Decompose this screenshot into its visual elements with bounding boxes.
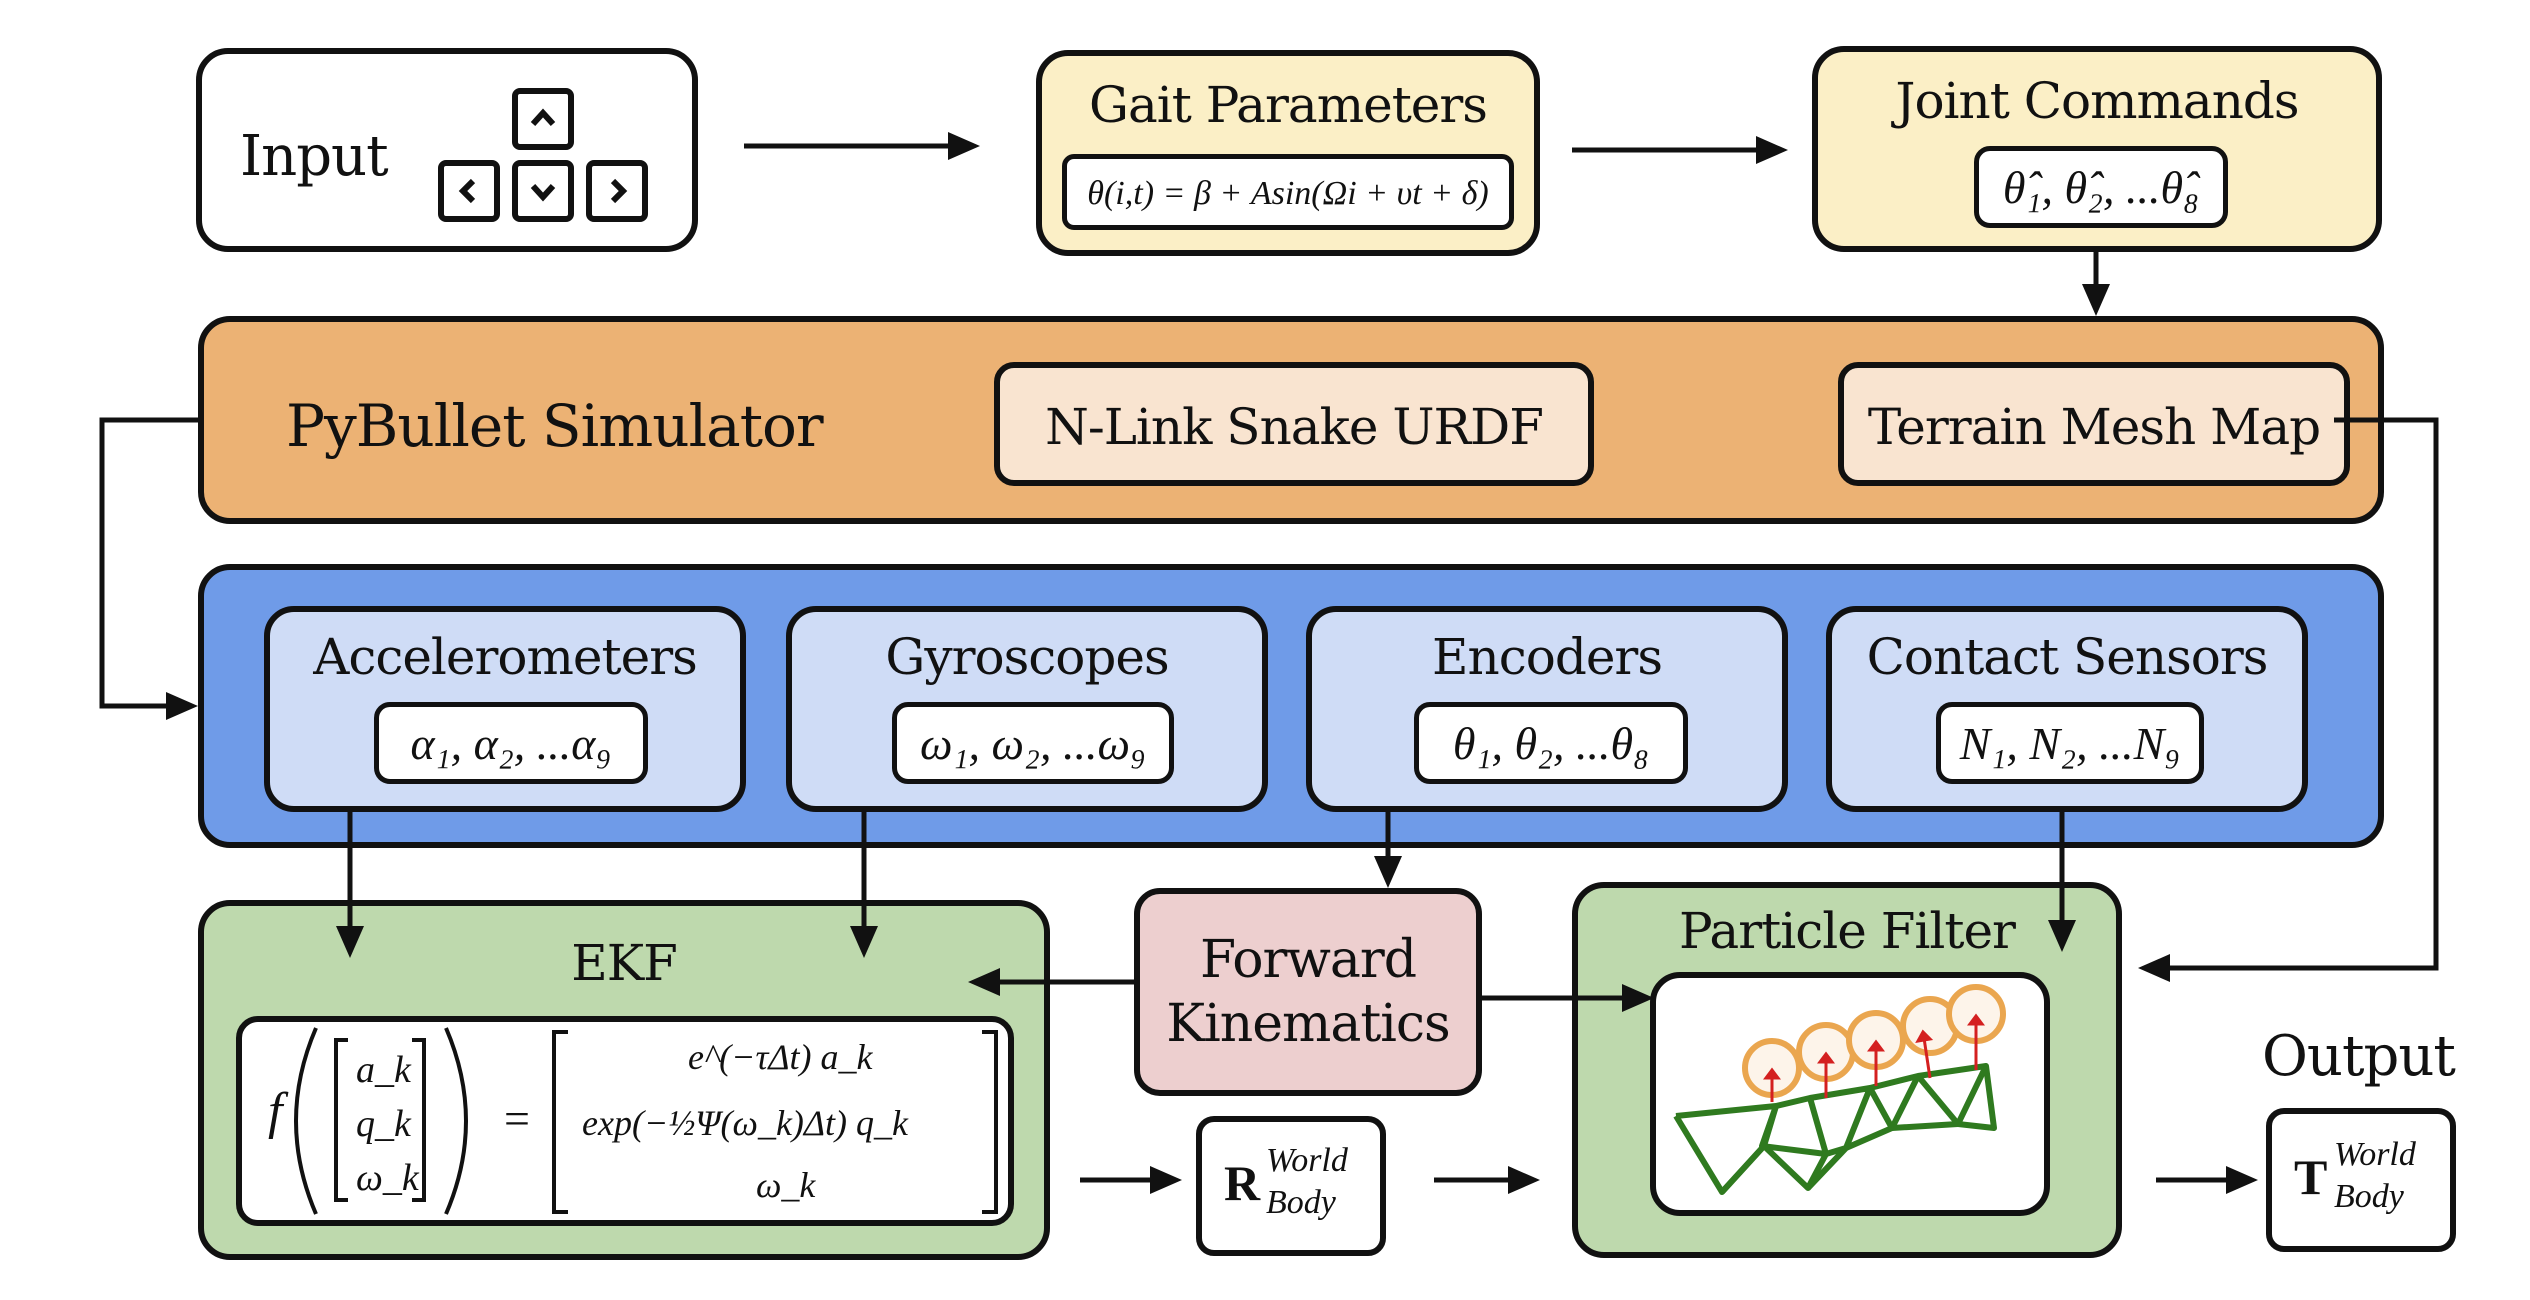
fk-line1: Forward xyxy=(1199,930,1417,990)
ekf-f: f xyxy=(268,1083,283,1140)
accelerometers-formula: α₁, α₂, ...α₉ xyxy=(374,702,648,784)
up-arrow-key-icon xyxy=(512,88,574,150)
ekf-rhs-row1: e^(−τΔt) a_k xyxy=(688,1037,873,1077)
ekf-rhs-row3: ω_k xyxy=(756,1165,816,1205)
urdf-box: N-Link Snake URDF xyxy=(994,362,1594,486)
terrain-mesh-box: Terrain Mesh Map xyxy=(1838,362,2350,486)
gyroscopes-box: Gyroscopes ω₁, ω₂, ...ω₉ xyxy=(786,606,1268,812)
output-sub: Body xyxy=(2334,1178,2404,1215)
contact-sensors-title: Contact Sensors xyxy=(1866,628,2269,686)
fk-line2: Kinematics xyxy=(1166,994,1450,1054)
arrow-terrain-pf xyxy=(2170,417,2439,971)
rotation-symbol: R xyxy=(1224,1155,1261,1211)
accelerometers-box: Accelerometers α₁, α₂, ...α₉ xyxy=(264,606,746,812)
contact-sensors-box: Contact Sensors N₁, N₂, ...N₉ xyxy=(1826,606,2308,812)
joint-commands-box: Joint Commands θ̂₁, θ̂₂, ...θ̂₈ xyxy=(1812,46,2382,252)
rotation-sup: World xyxy=(1266,1142,1348,1179)
output-symbol: T xyxy=(2294,1149,2328,1205)
ekf-equation-box: f a_k q_k ω_k = e^(−τΔt) a_k exp(−½Ψ(ω_k… xyxy=(236,1016,1014,1226)
left-arrow-key-icon xyxy=(438,160,500,222)
pybullet-simulator-box: PyBullet Simulator N-Link Snake URDF Ter… xyxy=(198,316,2384,524)
urdf-label: N-Link Snake URDF xyxy=(1045,398,1544,456)
rotation-sub: Body xyxy=(1266,1184,1336,1221)
encoders-box: Encoders θ₁, θ₂, ...θ₈ xyxy=(1306,606,1788,812)
arrow-sim-sensors xyxy=(99,417,198,709)
forward-kinematics-box: Forward Kinematics xyxy=(1134,888,1482,1096)
contact-sensors-formula: N₁, N₂, ...N₉ xyxy=(1936,702,2204,784)
down-arrow-key-icon xyxy=(512,160,574,222)
particle-filter-title: Particle Filter xyxy=(1679,902,2016,960)
encoders-formula: θ₁, θ₂, ...θ₈ xyxy=(1414,702,1688,784)
ekf-state-omega: ω_k xyxy=(356,1157,419,1199)
accelerometers-title: Accelerometers xyxy=(313,628,698,686)
ekf-equals: = xyxy=(504,1093,530,1144)
joint-formula: θ̂₁, θ̂₂, ...θ̂₈ xyxy=(1974,146,2228,228)
ekf-title: EKF xyxy=(571,934,678,992)
input-label: Input xyxy=(240,124,389,189)
gyroscopes-formula: ω₁, ω₂, ...ω₉ xyxy=(892,702,1174,784)
gait-parameters-title: Gait Parameters xyxy=(1089,76,1488,134)
output-sup: World xyxy=(2334,1136,2416,1173)
ekf-state-q: q_k xyxy=(356,1103,411,1145)
gait-formula: θ(i,t) = β + Asin(Ωi + υt + δ) xyxy=(1062,154,1514,230)
ekf-box: EKF f a_k q_k ω_k = e^(−τΔt) a_k exp(−½Ψ… xyxy=(198,900,1050,1260)
snake-illustration-box xyxy=(1650,972,2050,1216)
gyroscopes-title: Gyroscopes xyxy=(885,628,1169,686)
joint-commands-title: Joint Commands xyxy=(1895,72,2299,130)
particle-filter-box: Particle Filter xyxy=(1572,882,2122,1258)
ekf-brackets xyxy=(294,1027,998,1215)
ekf-state-a: a_k xyxy=(356,1049,411,1091)
encoders-title: Encoders xyxy=(1432,628,1663,686)
snake-robot-icon xyxy=(1673,984,2006,1195)
terrain-label: Terrain Mesh Map xyxy=(1867,398,2321,456)
output-label: Output xyxy=(2262,1024,2456,1089)
rotation-box: R World Body xyxy=(1196,1116,1386,1256)
output-box: T World Body xyxy=(2266,1108,2456,1252)
simulator-title: PyBullet Simulator xyxy=(286,392,824,460)
ekf-rhs-row2: exp(−½Ψ(ω_k)Δt) q_k xyxy=(582,1103,909,1143)
input-box: Input xyxy=(196,48,698,252)
gait-parameters-box: Gait Parameters θ(i,t) = β + Asin(Ωi + υ… xyxy=(1036,50,1540,256)
right-arrow-key-icon xyxy=(586,160,648,222)
